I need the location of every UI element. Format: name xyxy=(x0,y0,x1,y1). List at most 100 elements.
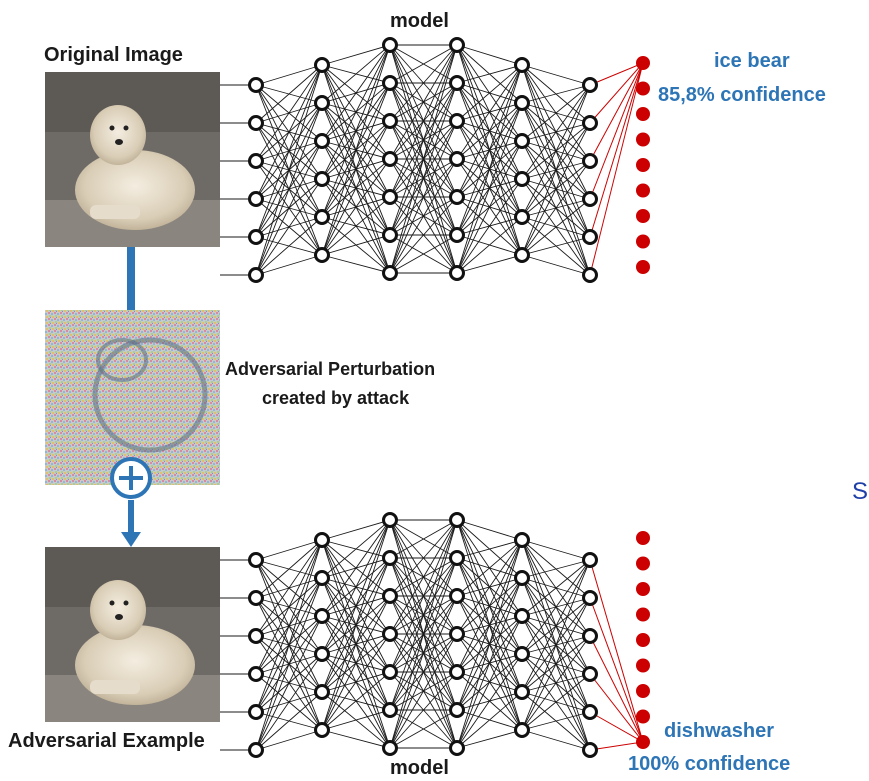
output-edge xyxy=(589,62,644,86)
neuron xyxy=(382,113,398,129)
neuron xyxy=(449,740,465,756)
neuron xyxy=(582,704,598,720)
hidden-edge xyxy=(389,633,458,749)
perturbation-caption-line2: created by attack xyxy=(262,388,410,408)
hidden-edge xyxy=(521,64,591,86)
hidden-edge xyxy=(521,559,591,655)
neuron xyxy=(248,742,264,758)
network-bottom xyxy=(220,512,650,758)
hidden-edge xyxy=(255,216,323,276)
hidden-edge xyxy=(321,82,391,256)
output-edge xyxy=(589,741,644,751)
hidden-edge xyxy=(255,64,323,276)
hidden-edge xyxy=(255,140,323,276)
neuron xyxy=(582,191,598,207)
neuron xyxy=(449,588,465,604)
hidden-edge xyxy=(389,44,458,160)
original-image xyxy=(45,72,220,247)
hidden-edge xyxy=(389,44,458,198)
neuron xyxy=(248,666,264,682)
hidden-edge xyxy=(321,196,391,256)
hidden-edge xyxy=(521,559,591,731)
neuron xyxy=(449,626,465,642)
hidden-edge xyxy=(389,671,458,749)
hidden-edge xyxy=(389,519,458,749)
hidden-edge xyxy=(255,102,323,276)
hidden-edge xyxy=(321,633,391,731)
hidden-edge xyxy=(321,519,391,693)
output-neuron xyxy=(636,158,650,172)
hidden-edge xyxy=(456,539,523,635)
hidden-edge xyxy=(521,635,591,731)
output-edge xyxy=(589,62,644,162)
neuron xyxy=(449,37,465,53)
hidden-edge xyxy=(389,82,458,274)
neuron xyxy=(382,588,398,604)
neuron xyxy=(382,512,398,528)
hidden-edge xyxy=(255,539,323,561)
neuron xyxy=(449,75,465,91)
hidden-edge xyxy=(321,519,391,541)
hidden-edge xyxy=(521,84,591,218)
neuron xyxy=(449,702,465,718)
hidden-edge xyxy=(456,178,523,274)
output-edge xyxy=(589,559,644,743)
neuron xyxy=(248,590,264,606)
hidden-edge xyxy=(456,216,523,274)
hidden-edge xyxy=(521,198,591,256)
neuron xyxy=(514,646,530,662)
output-neuron xyxy=(636,183,650,198)
hidden-edge xyxy=(321,519,391,617)
hidden-edge xyxy=(456,539,523,749)
hidden-edge xyxy=(321,709,391,731)
output-edge xyxy=(589,62,644,276)
neuron xyxy=(449,113,465,129)
hidden-edge xyxy=(321,44,391,180)
output-edge xyxy=(589,62,644,238)
hidden-edge xyxy=(321,254,391,274)
hidden-edge xyxy=(389,519,458,559)
hidden-edge xyxy=(456,64,523,84)
hidden-edge xyxy=(389,519,458,673)
hidden-edge xyxy=(521,254,591,276)
neuron xyxy=(314,171,330,187)
hidden-edge xyxy=(521,84,591,142)
original-image-caption: Original Image xyxy=(44,44,183,66)
neuron xyxy=(314,570,330,586)
hidden-edge xyxy=(321,671,391,731)
neuron xyxy=(314,95,330,111)
hidden-edge xyxy=(321,44,391,66)
hidden-edge xyxy=(456,64,523,236)
hidden-edge xyxy=(456,102,523,274)
output-neuron xyxy=(636,709,650,724)
neuron xyxy=(582,742,598,758)
hidden-edge xyxy=(456,140,523,274)
hidden-edge xyxy=(389,44,458,122)
neuron xyxy=(314,722,330,738)
output-edge xyxy=(589,62,644,124)
output-neuron xyxy=(636,234,650,249)
stray-text: S xyxy=(852,478,869,505)
neuron xyxy=(449,189,465,205)
neuron xyxy=(514,247,530,263)
neuron xyxy=(514,133,530,149)
hidden-edge xyxy=(521,236,591,256)
hidden-edge xyxy=(255,539,323,637)
hidden-edge xyxy=(456,519,523,541)
output-neuron xyxy=(636,735,650,749)
neuron xyxy=(382,740,398,756)
confidence-label-top: 85,8% confidence xyxy=(658,84,826,106)
hidden-edge xyxy=(521,559,591,693)
neuron xyxy=(514,95,530,111)
output-neuron xyxy=(636,607,650,622)
hidden-edge xyxy=(456,64,523,122)
hidden-edge xyxy=(456,539,523,673)
neuron xyxy=(248,191,264,207)
hidden-edge xyxy=(456,64,523,274)
hidden-edge xyxy=(521,597,591,731)
hidden-edge xyxy=(321,729,391,749)
hidden-edge xyxy=(456,615,523,749)
model-label-top: model xyxy=(390,10,449,32)
neuron xyxy=(314,247,330,263)
